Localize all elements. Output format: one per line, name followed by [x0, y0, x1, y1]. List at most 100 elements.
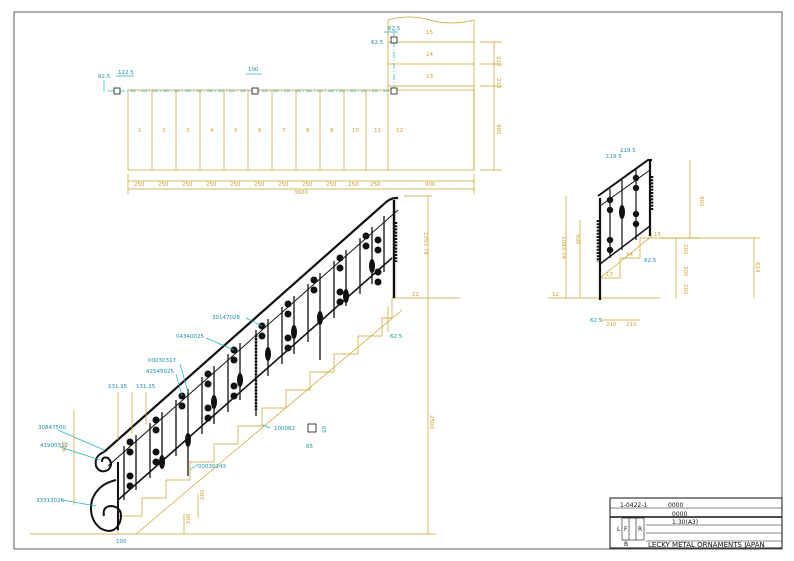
plan-step-number: 6 — [258, 128, 262, 134]
plan-bottom-dim: 250 — [158, 182, 169, 188]
plan-step-number: 11 — [374, 128, 381, 134]
plan-bottom-dim: 250 — [370, 182, 381, 188]
volute-scroll — [90, 451, 122, 532]
plan-step-number: 8 — [306, 128, 310, 134]
plan-right-dim: 210 — [495, 78, 501, 89]
plan-right-dim: 210 — [495, 56, 501, 67]
plan-top-dim: 100 — [248, 67, 259, 73]
plan-overall-dim: 3600 — [294, 190, 308, 196]
post-marker — [390, 36, 398, 44]
side-dim: 200 — [682, 244, 688, 255]
plan-step-number: 1 — [138, 128, 142, 134]
plan-bottom-dim: 250 — [348, 182, 359, 188]
plan-top-dim: 62.5 — [388, 26, 401, 32]
side-twisted-bars — [596, 176, 654, 262]
plan-bottom-dim: 250 — [278, 182, 289, 188]
company-name: LECKY METAL ORNAMENTS JAPAN — [648, 541, 765, 549]
title-row: 1:30(A3) — [672, 519, 698, 526]
part-label: 42545025 — [146, 369, 174, 375]
post-marker — [113, 87, 121, 95]
part-label: 00030243 — [198, 464, 226, 470]
elevation-dim: 131.15 — [136, 384, 156, 390]
side-dim: 62.5 — [590, 318, 603, 324]
revision-label: B — [624, 541, 628, 548]
part-label: 41900312 — [40, 443, 68, 449]
plan-step-number: 2 — [162, 128, 166, 134]
plan-step-number: 14 — [426, 52, 433, 58]
plan-outline — [127, 89, 475, 171]
drawing-number: 1-0422-1 — [620, 502, 647, 509]
twisted-bars — [254, 222, 398, 410]
title-block: 1-0422-1 0000 0000 1:30(A3) L F R B LECK… — [609, 497, 783, 549]
scroll-ornaments — [126, 232, 382, 490]
plan-view: 1 2 3 4 5 6 7 8 9 10 11 12 13 14 15 62.5… — [98, 16, 502, 196]
side-dim: 119.5 — [606, 154, 622, 160]
sheet-border — [13, 11, 783, 550]
title-row: 0000 — [668, 502, 683, 509]
side-tag: 12 — [552, 292, 559, 298]
side-dim: 900 — [574, 234, 580, 245]
side-dim: 200 — [682, 266, 688, 277]
post-section — [307, 423, 317, 433]
side-elevation: 119.5 119.5 900 1093.74 900 200 200 200 … — [548, 148, 760, 328]
plan-bottom-dim: 250 — [326, 182, 337, 188]
part-label: 33313026 — [36, 498, 64, 504]
plan-step-number: 12 — [396, 128, 403, 134]
plan-top-dim: 62.5 — [371, 40, 384, 46]
side-dim: 119.5 — [620, 148, 636, 154]
plan-bottom-dim: 250 — [182, 182, 193, 188]
side-dim: 210 — [606, 322, 617, 328]
side-tag: 15 — [654, 232, 661, 238]
side-dim: 210 — [626, 322, 637, 328]
elevation-dim: 200 — [200, 489, 206, 500]
plan-bottom-dim: 250 — [230, 182, 241, 188]
revision-label: R — [638, 526, 642, 533]
plan-bottom-dim: 250 — [134, 182, 145, 188]
plan-landing — [387, 16, 475, 170]
post-marker — [251, 87, 259, 95]
elevation-dim: 65 — [320, 426, 326, 433]
plan-step-number: 4 — [210, 128, 214, 134]
side-dim: 624 — [754, 262, 760, 273]
plan-top-dim: 62.5 — [98, 74, 111, 80]
side-dim: 200 — [682, 284, 688, 295]
part-label: 100082 — [274, 426, 295, 432]
elevation-dim: 1093.74 — [422, 232, 428, 255]
post-marker — [390, 87, 398, 95]
main-elevation: 12 2500 1093.74 — [30, 195, 460, 545]
plan-step-number: 10 — [352, 128, 359, 134]
plan-top-dim: 112.5 — [118, 70, 134, 76]
part-label: 30147028 — [212, 315, 240, 321]
part-label: 04340025 — [176, 334, 204, 340]
plan-step-number: 5 — [234, 128, 238, 134]
side-tag: 14 — [626, 252, 633, 258]
plan-bottom-dim: 900 — [425, 182, 436, 188]
title-row: 0000 — [672, 511, 687, 518]
elevation-dim: 2500 — [428, 415, 434, 429]
plan-bottom-dim: 250 — [206, 182, 217, 188]
side-dim: 62.5 — [644, 258, 657, 264]
side-tag: 13 — [606, 272, 613, 278]
revision-label: L — [617, 526, 621, 533]
plan-step-number: 7 — [282, 128, 286, 134]
leaf-ornaments — [159, 259, 375, 469]
elevation-dim: 131.15 — [108, 384, 128, 390]
plan-step-number: 3 — [186, 128, 190, 134]
elevation-dim: 100 — [116, 539, 127, 545]
plan-treads — [151, 90, 389, 170]
plan-step-number: 13 — [426, 74, 433, 80]
plan-step-number: 9 — [330, 128, 334, 134]
part-label: 30847500 — [38, 425, 66, 431]
plan-step-number: 15 — [426, 30, 433, 36]
stair-steps — [117, 298, 393, 534]
landing-tag: 12 — [412, 292, 419, 298]
elevation-dim: 200 — [186, 513, 192, 524]
part-label: 00030317 — [148, 358, 176, 364]
side-handrail — [597, 159, 652, 197]
plan-bottom-dim: 250 — [254, 182, 265, 188]
side-ornaments — [606, 174, 640, 254]
elevation-dim: 900 — [62, 441, 68, 452]
elevation-dim: 62.5 — [390, 334, 403, 340]
revision-label: F — [624, 526, 628, 533]
